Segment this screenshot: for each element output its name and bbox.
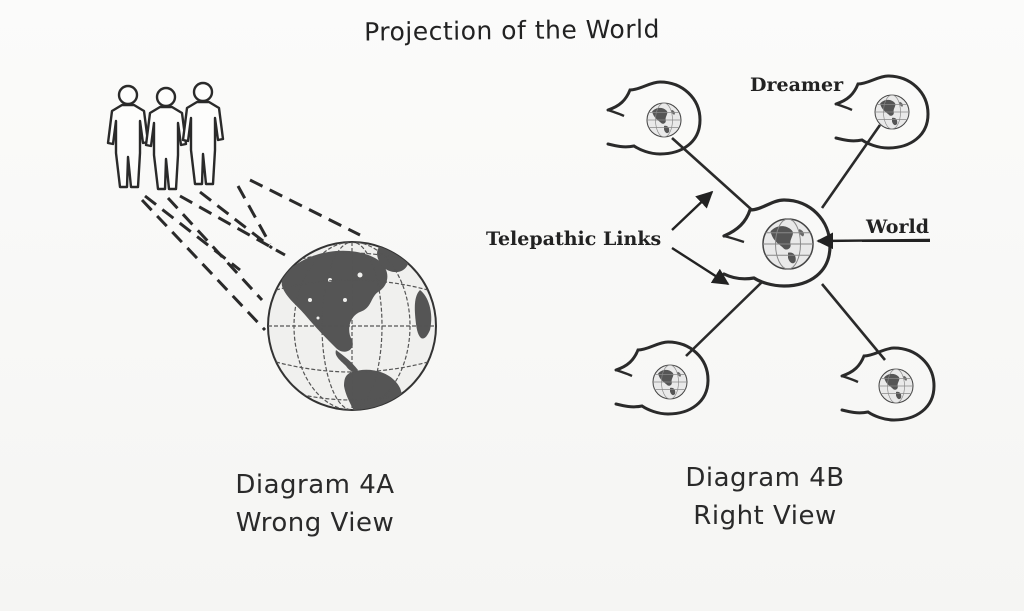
diagram-4a [106, 81, 437, 411]
globe-icon [267, 241, 437, 411]
diagram-4b [606, 74, 936, 422]
projection-lines [140, 178, 361, 332]
diagram-4a-caption: Diagram 4A Wrong View [190, 466, 440, 542]
diagram-4b-caption-line2: Right View [693, 501, 837, 531]
dreamer-label: Dreamer [750, 74, 844, 96]
diagram-4b-caption-line1: Diagram 4B [685, 463, 845, 493]
diagram-4a-caption-line2: Wrong View [235, 508, 395, 538]
dreamer-head-icon [606, 80, 702, 156]
dreamer-head-icon [614, 340, 710, 416]
people-group-icon [106, 81, 225, 191]
diagram-4b-caption: Diagram 4B Right View [640, 459, 890, 535]
dreamer-head-icon [722, 198, 832, 288]
diagram-4a-caption-line1: Diagram 4A [235, 470, 395, 500]
dreamer-head-icon [840, 346, 936, 422]
telepathic-link-lines [671, 124, 887, 361]
telepathic-links-label: Telepathic Links [486, 228, 662, 250]
dreamer-head-icon [834, 74, 930, 150]
world-label: World [866, 216, 929, 238]
world-label-underline [862, 240, 930, 242]
